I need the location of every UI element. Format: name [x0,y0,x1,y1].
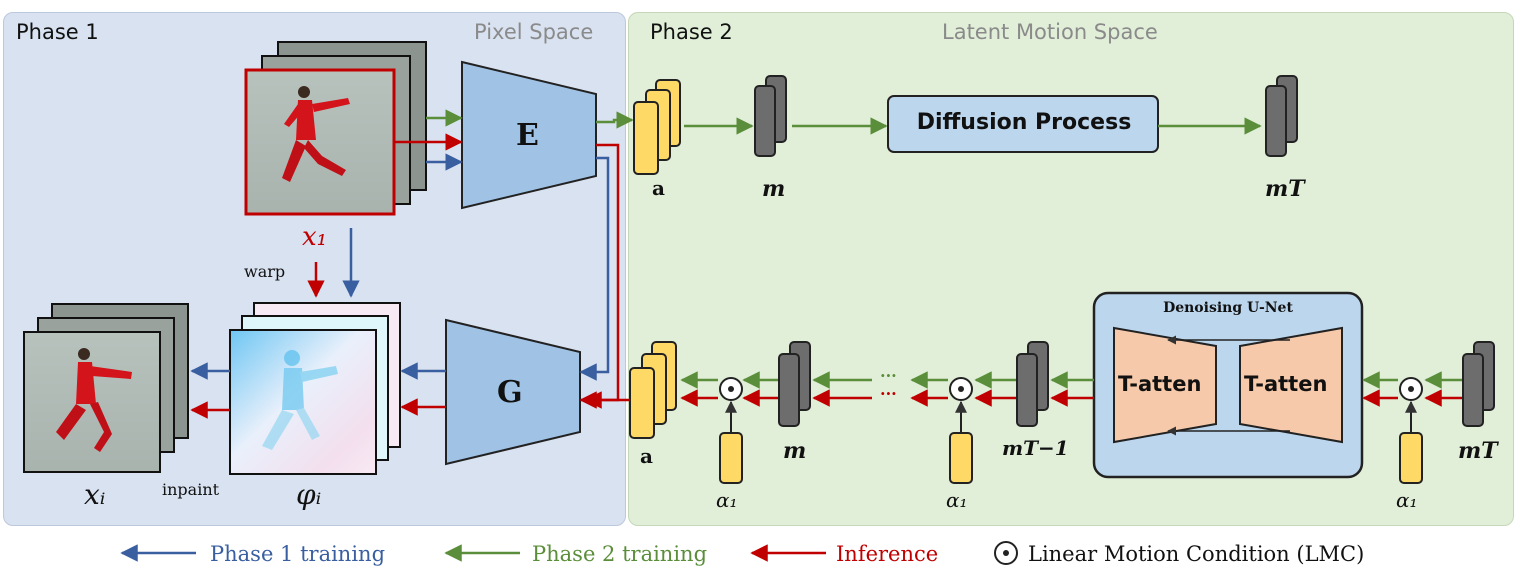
warp-label: warp [244,262,286,281]
alpha-label-1: α₁ [716,488,738,512]
output-frame-stack [23,303,189,473]
phase-1-title: Phase 1 [16,20,99,44]
appearance-feature-bottom [629,341,677,439]
legend-phase1: Phase 1 training [210,542,386,566]
ellipsis-red: ··· [880,384,897,403]
alpha-feature-1 [719,432,743,484]
legend-phase2: Phase 2 training [532,542,708,566]
arrow-encoder-to-a [596,111,634,129]
ellipsis-green: ··· [880,366,897,385]
unet-left-label: T-atten [1118,372,1202,396]
input-frame-stack [244,41,427,216]
diffusion-process-label: Diffusion Process [916,110,1132,135]
encoder-label: E [516,118,539,153]
inpaint-label: inpaint [162,480,220,499]
alpha-feature-2 [949,432,973,484]
motion-feature-m-bottom [778,341,811,427]
motion-feature-mT1 [1016,341,1049,427]
diffusion-process-box [887,95,1159,153]
a-bottom-label: a [640,444,653,468]
phase-2-title: Phase 2 [650,20,733,44]
unet-right-block [1239,326,1343,444]
m-top-label: m [762,176,786,202]
flow-frame-stack [229,302,401,475]
pixel-space-label: Pixel Space [474,20,594,44]
m-bottom-label: m [783,438,807,464]
mT-top-label: mT [1265,176,1305,202]
unet-title: Denoising U-Net [1163,300,1293,316]
alpha-feature-3 [1399,432,1423,484]
x1-label: x₁ [302,222,328,252]
generator-block [445,318,581,466]
arrow-red-encoder-to-generator [579,143,620,409]
motion-feature-mT-top [1265,75,1298,157]
motion-feature-top [754,75,787,157]
mT1-label: mT−1 [1002,436,1069,460]
arrow-blue-encoder-to-generator [579,156,610,381]
legend-lmc: Linear Motion Condition (LMC) [1028,542,1365,566]
xi-label: xᵢ [84,478,106,511]
alpha-label-2: α₁ [946,488,968,512]
a-top-label: a [652,176,665,200]
unet-right-label: T-atten [1244,372,1328,396]
appearance-feature-top [633,79,681,175]
latent-space-label: Latent Motion Space [942,20,1158,44]
generator-label: G [497,375,523,410]
flow-figure [262,350,338,450]
person-figure-top [282,86,350,182]
mT-bottom-label: mT [1458,438,1498,464]
legend-inference: Inference [836,542,939,566]
alpha-label-3: α₁ [1396,488,1418,512]
person-figure-bottom [56,348,132,452]
motion-feature-mT-bottom [1462,341,1495,427]
phi-label: φᵢ [296,478,322,511]
